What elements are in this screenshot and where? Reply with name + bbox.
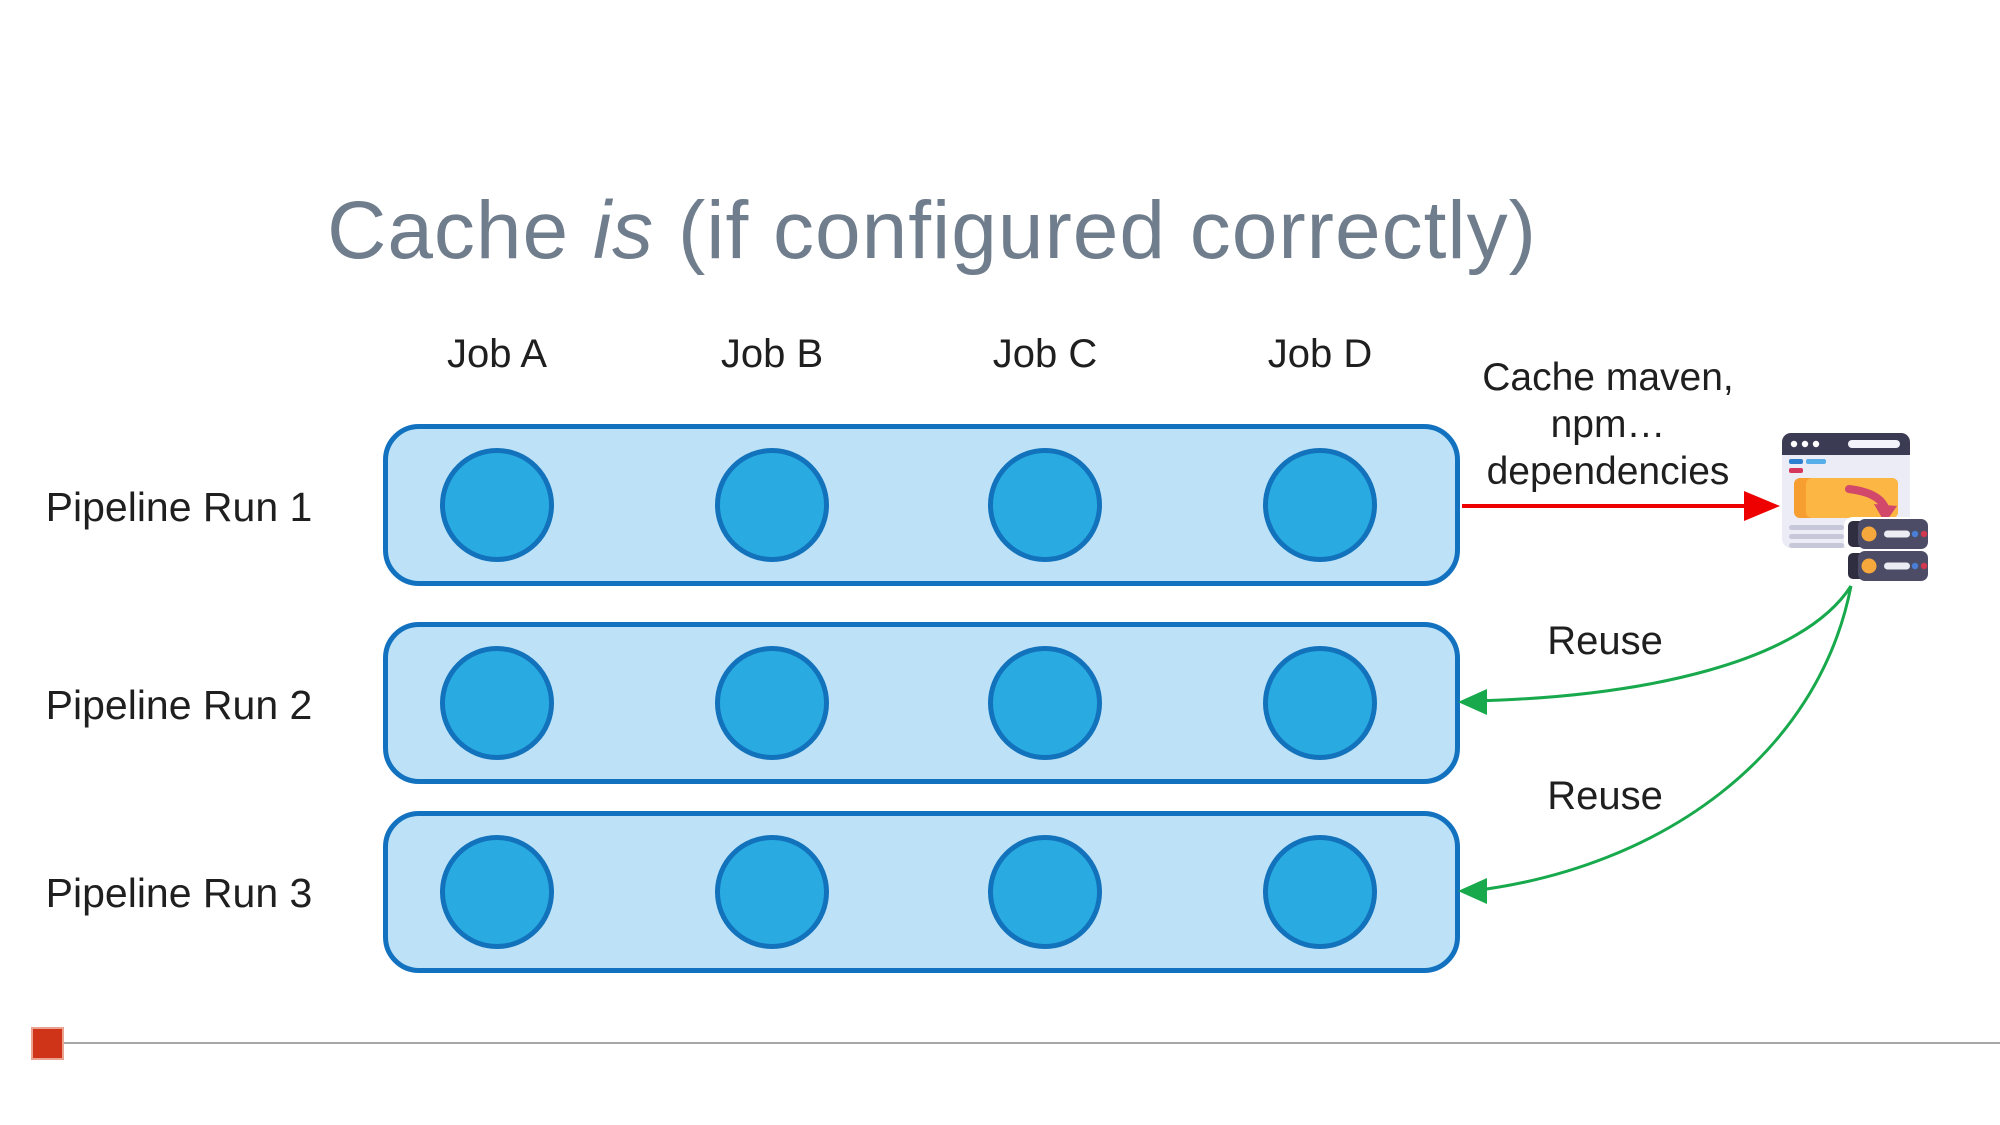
- reuse-arrow-2: [1458, 585, 1853, 904]
- download-arrow-icon: [1845, 485, 1897, 523]
- job-column-label-d: Job D: [1267, 332, 1373, 376]
- reuse-arrow-1: [1458, 585, 1853, 715]
- job-circle-run1-c: [988, 448, 1102, 562]
- server-stack-icon: [1844, 517, 1930, 583]
- job-column-label-a: Job A: [446, 332, 548, 376]
- job-circle-run2-d: [1263, 646, 1377, 760]
- job-circle-run1-d: [1263, 448, 1377, 562]
- job-circle-run2-b: [715, 646, 829, 760]
- cache-annotation-line: npm…: [1550, 403, 1666, 446]
- reuse-label-2: Reuse: [1547, 774, 1663, 818]
- title-suffix: (if configured correctly): [654, 184, 1537, 276]
- cache-arrow: [1462, 491, 1780, 521]
- footer-accent-square: [31, 1027, 64, 1060]
- title-emphasis: is: [592, 184, 655, 276]
- job-circle-run1-b: [715, 448, 829, 562]
- cache-annotation-line: dependencies: [1486, 450, 1730, 493]
- cache-storage-icon: [1782, 433, 1930, 583]
- cache-annotation-line: Cache maven,: [1482, 356, 1734, 399]
- page-title: Cache is (if configured correctly): [0, 183, 1864, 279]
- job-column-label-c: Job C: [992, 332, 1098, 376]
- job-circle-run3-a: [440, 835, 554, 949]
- reuse-label-1: Reuse: [1547, 619, 1663, 663]
- pipeline-run-1-label: Pipeline Run 1: [45, 484, 313, 530]
- job-circle-run3-d: [1263, 835, 1377, 949]
- job-circle-run3-b: [715, 835, 829, 949]
- job-circle-run1-a: [440, 448, 554, 562]
- footer-divider-line: [64, 1042, 2000, 1044]
- pipeline-run-3-label: Pipeline Run 3: [45, 870, 313, 916]
- title-prefix: Cache: [327, 184, 593, 276]
- job-column-label-b: Job B: [720, 332, 824, 376]
- job-circle-run2-c: [988, 646, 1102, 760]
- pipeline-run-2-label: Pipeline Run 2: [45, 682, 313, 728]
- cache-annotation: Cache maven, npm… dependencies: [1448, 354, 1768, 495]
- job-circle-run3-c: [988, 835, 1102, 949]
- job-circle-run2-a: [440, 646, 554, 760]
